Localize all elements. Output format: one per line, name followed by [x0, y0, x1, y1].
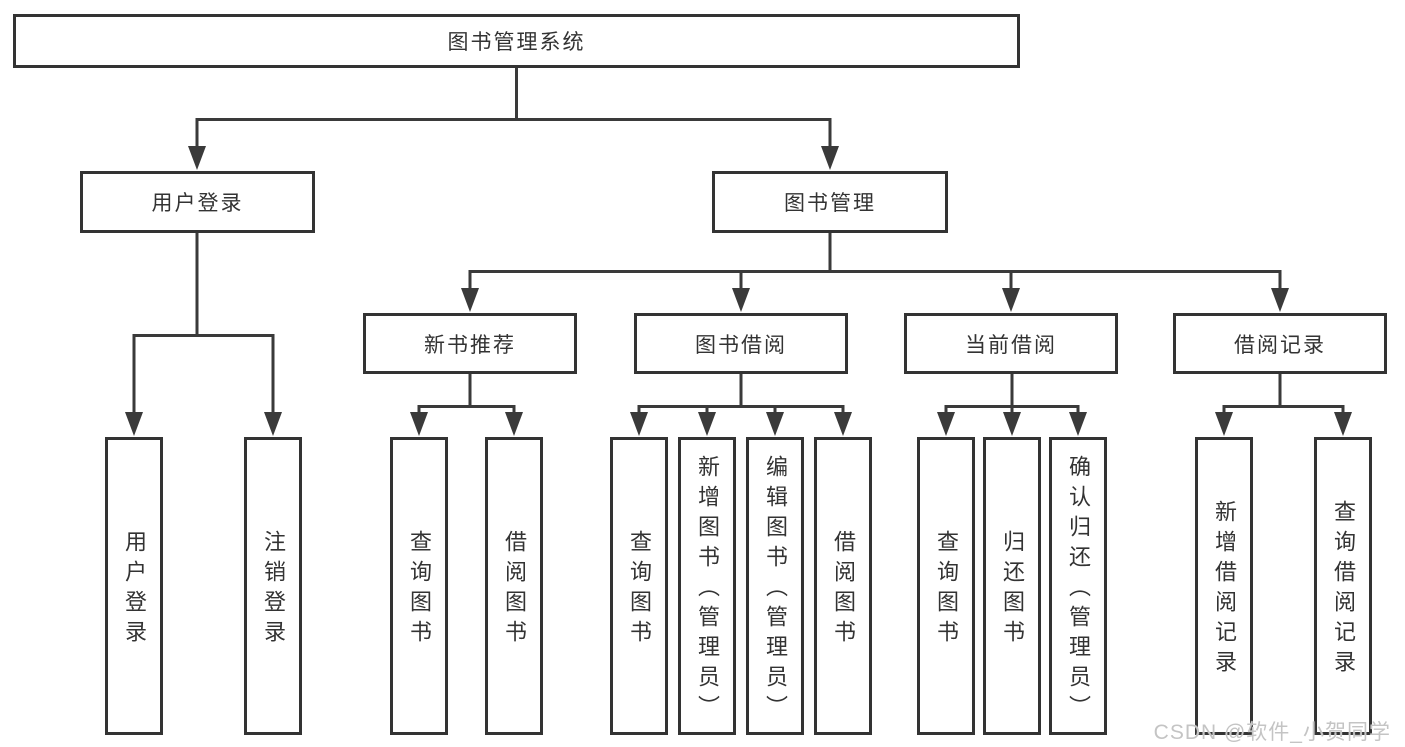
leaf-label: 注销登录 — [261, 530, 286, 650]
leaf-query-books-recommend: 查询图书 — [390, 437, 448, 735]
node-borrowing-records: 借阅记录 — [1173, 313, 1387, 374]
leaf-label: 归还图书 — [1000, 530, 1025, 650]
leaf-label: 查询图书 — [407, 530, 432, 650]
node-library-management-system: 图书管理系统 — [13, 14, 1020, 68]
node-label: 新书推荐 — [424, 333, 516, 357]
leaf-add-books-admin: 新增图书（管理员） — [678, 437, 736, 735]
node-label: 图书管理 — [784, 192, 876, 215]
leaf-edit-books-admin: 编辑图书（管理员） — [746, 437, 804, 735]
leaf-logout: 注销登录 — [244, 437, 302, 735]
leaf-label: 查询图书 — [934, 530, 959, 650]
leaf-return-books: 归还图书 — [983, 437, 1041, 735]
node-current-borrowing: 当前借阅 — [904, 313, 1118, 374]
leaf-label: 新增借阅记录 — [1212, 500, 1237, 680]
leaf-label: 借阅图书 — [502, 530, 527, 650]
leaf-label: 编辑图书（管理员） — [763, 455, 788, 725]
leaf-add-borrow-record: 新增借阅记录 — [1195, 437, 1253, 735]
leaf-label: 查询图书 — [627, 530, 652, 650]
leaf-user-login: 用户登录 — [105, 437, 163, 735]
leaf-query-books-borrowing: 查询图书 — [610, 437, 668, 735]
leaf-confirm-return-admin: 确认归还（管理员） — [1049, 437, 1107, 735]
leaf-label: 新增图书（管理员） — [695, 455, 720, 725]
leaf-query-books-current: 查询图书 — [917, 437, 975, 735]
leaf-borrow-books-recommend: 借阅图书 — [485, 437, 543, 735]
node-label: 借阅记录 — [1234, 333, 1326, 357]
leaf-query-borrow-record: 查询借阅记录 — [1314, 437, 1372, 735]
node-label: 图书管理系统 — [447, 31, 586, 54]
node-new-book-recommend: 新书推荐 — [363, 313, 577, 374]
node-book-borrowing: 图书借阅 — [634, 313, 848, 374]
leaf-label: 查询借阅记录 — [1331, 500, 1356, 680]
csdn-watermark: CSDN @软件_小贺同学 — [1153, 721, 1391, 744]
node-label: 用户登录 — [151, 192, 244, 215]
node-label: 当前借阅 — [965, 333, 1057, 357]
leaf-borrow-books: 借阅图书 — [814, 437, 872, 735]
node-label: 图书借阅 — [695, 333, 787, 357]
leaf-label: 借阅图书 — [831, 530, 856, 650]
leaf-label: 确认归还（管理员） — [1066, 455, 1091, 725]
node-book-management: 图书管理 — [712, 171, 948, 233]
node-user-login: 用户登录 — [80, 171, 315, 233]
leaf-label: 用户登录 — [122, 530, 147, 650]
